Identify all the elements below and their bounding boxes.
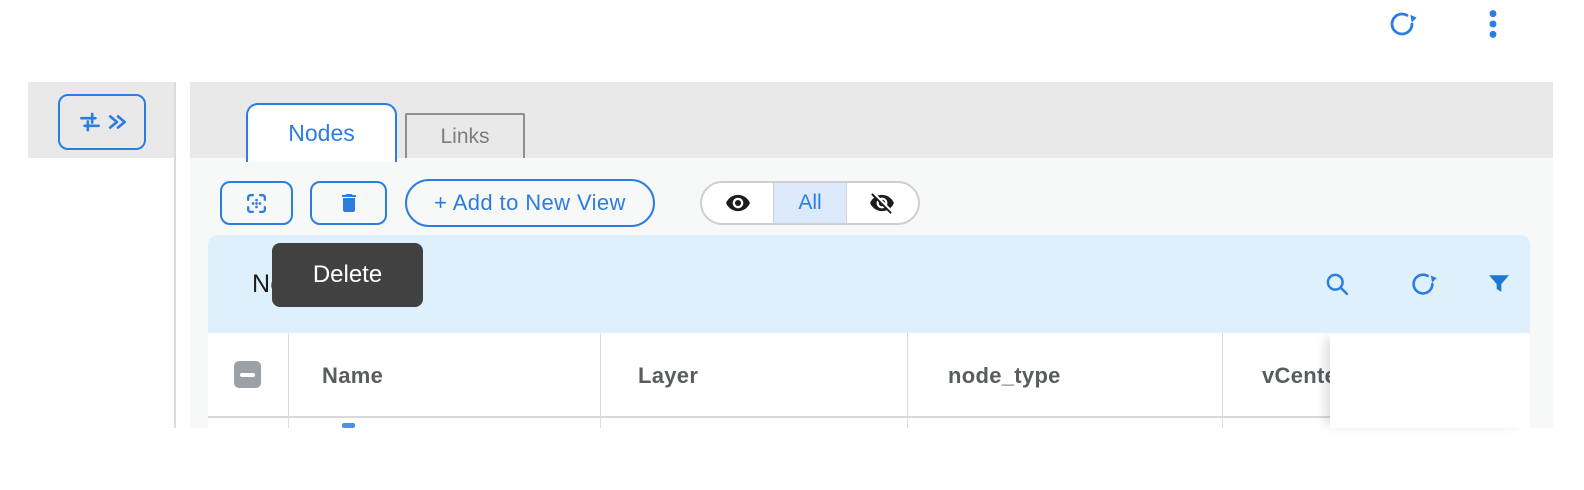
- expand-filters-button[interactable]: [58, 94, 146, 150]
- eye-off-icon: [869, 190, 895, 216]
- delete-tooltip: Delete: [272, 243, 423, 307]
- select-all-checkbox[interactable]: [234, 361, 261, 388]
- tab-nodes-label: Nodes: [288, 120, 355, 146]
- all-segment-label: All: [798, 191, 822, 214]
- show-hidden-segment[interactable]: [847, 183, 918, 223]
- indeterminate-dash: [240, 373, 255, 377]
- eye-icon: [725, 190, 751, 216]
- column-divider: [1222, 333, 1223, 428]
- double-chevron-right-icon: [108, 112, 128, 132]
- column-divider: [288, 333, 289, 428]
- add-to-new-view-label: + Add to New View: [434, 190, 626, 215]
- row-device-icon: [342, 423, 355, 428]
- visibility-toggle-group: All: [700, 181, 920, 225]
- search-icon[interactable]: [1320, 267, 1354, 301]
- tab-strip: [190, 82, 1553, 158]
- filter-funnel-icon[interactable]: [1482, 267, 1516, 301]
- delete-button[interactable]: [310, 181, 387, 225]
- tab-links-label: Links: [440, 124, 490, 148]
- page-refresh-icon[interactable]: [1386, 8, 1418, 40]
- filters-sidebar: [28, 82, 174, 428]
- trash-icon: [337, 191, 361, 215]
- column-header-layer[interactable]: Layer: [638, 362, 699, 388]
- delete-tooltip-label: Delete: [312, 261, 383, 288]
- add-to-new-view-button[interactable]: + Add to New View: [405, 179, 655, 227]
- nodes-table: Name Layer node_type vCenter: [208, 333, 1530, 428]
- sidebar-divider: [174, 82, 176, 428]
- multi-select-button[interactable]: [220, 181, 293, 225]
- column-header-name[interactable]: Name: [322, 362, 384, 388]
- marquee-selection-icon: [244, 191, 269, 216]
- tab-nodes[interactable]: Nodes: [246, 103, 397, 162]
- column-divider: [600, 333, 601, 428]
- column-header-node-type[interactable]: node_type: [948, 362, 1061, 388]
- more-options-icon[interactable]: [1480, 8, 1506, 40]
- tab-links[interactable]: Links: [405, 113, 525, 158]
- show-all-segment[interactable]: All: [773, 183, 847, 223]
- filter-sliders-icon: [77, 109, 103, 135]
- show-visible-segment[interactable]: [702, 183, 773, 223]
- table-refresh-icon[interactable]: [1406, 267, 1440, 301]
- pinned-actions-column: [1330, 335, 1530, 428]
- table-toolbar: Nodes: [208, 235, 1530, 333]
- column-divider: [907, 333, 908, 428]
